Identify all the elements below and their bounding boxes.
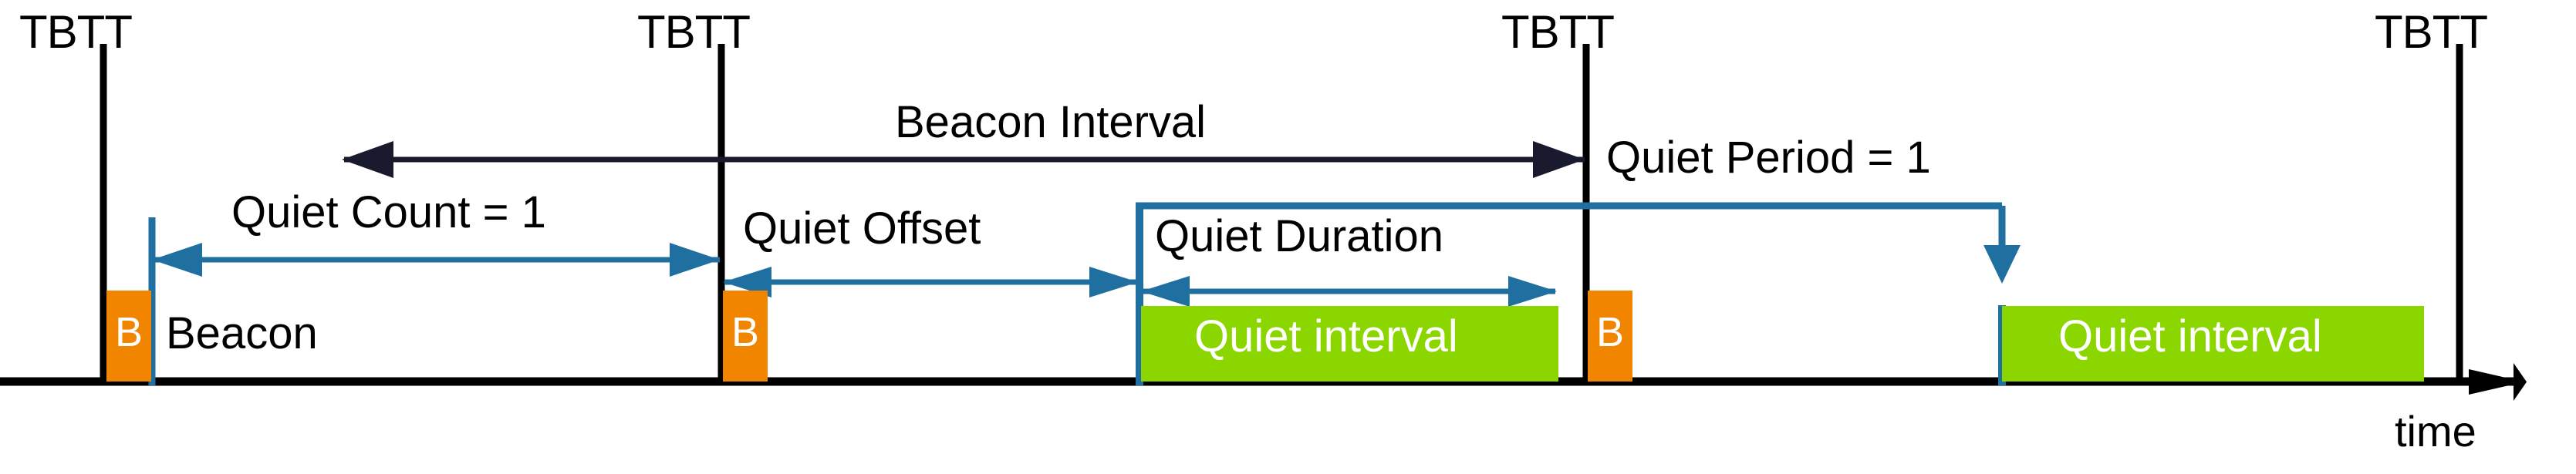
quiet-offset-arrowhead-right: [1089, 267, 1138, 298]
beacon-box-letter-1: B: [115, 309, 143, 355]
tbtt-marker-lines: [100, 44, 2463, 385]
quiet-duration-measure: [1141, 276, 1557, 307]
quiet-offset-measure: [723, 267, 1138, 298]
beacon-interval-arrowhead-right: [1533, 141, 1585, 178]
quiet-interval-box-1: [1141, 306, 1558, 382]
quiet-interval-label-1: Quiet interval: [1194, 311, 1458, 361]
beacon-box-3: [1588, 291, 1632, 382]
quiet-offset-arrowhead-left: [723, 267, 771, 298]
tbtt-label-4: TBTT: [2375, 6, 2488, 58]
tbtt-label-1: TBTT: [19, 6, 133, 58]
quiet-offset-label: Quiet Offset: [743, 203, 981, 254]
quiet-count-arrowhead-right: [670, 243, 720, 277]
beacon-body-label: Beacon: [166, 308, 318, 358]
beacon-box-letter-3: B: [1596, 309, 1625, 355]
quiet-interval-boxes: [1141, 306, 2424, 382]
beacon-interval-measure: [342, 141, 1585, 178]
quiet-interval-label-2: Quiet interval: [2058, 311, 2322, 361]
beacon-box-2: [723, 291, 768, 382]
beacon-boxes: [106, 291, 1632, 382]
quiet-period-arrowhead-down: [1983, 245, 2021, 284]
beacon-interval-label: Beacon Interval: [895, 97, 1207, 147]
quiet-duration-arrowhead-right: [1508, 276, 1557, 307]
quiet-count-arrowhead-left: [152, 243, 202, 277]
quiet-duration-label: Quiet Duration: [1155, 211, 1443, 261]
quiet-interval-box-2: [2002, 306, 2424, 382]
tbtt-label-2: TBTT: [637, 6, 751, 58]
quiet-count-label: Quiet Count = 1: [231, 187, 546, 237]
beacon-interval-arrowhead-left: [342, 141, 393, 178]
beacon-box-letter-2: B: [731, 309, 760, 355]
beacon-box-1: [106, 291, 151, 382]
tbtt-label-3: TBTT: [1501, 6, 1615, 58]
time-axis-arrowhead-2: [2469, 369, 2524, 395]
time-axis-label: time: [2395, 407, 2476, 456]
quiet-count-measure: [148, 217, 720, 385]
quiet-duration-arrowhead-left: [1141, 276, 1190, 307]
quiet-period-label: Quiet Period = 1: [1606, 133, 1931, 183]
